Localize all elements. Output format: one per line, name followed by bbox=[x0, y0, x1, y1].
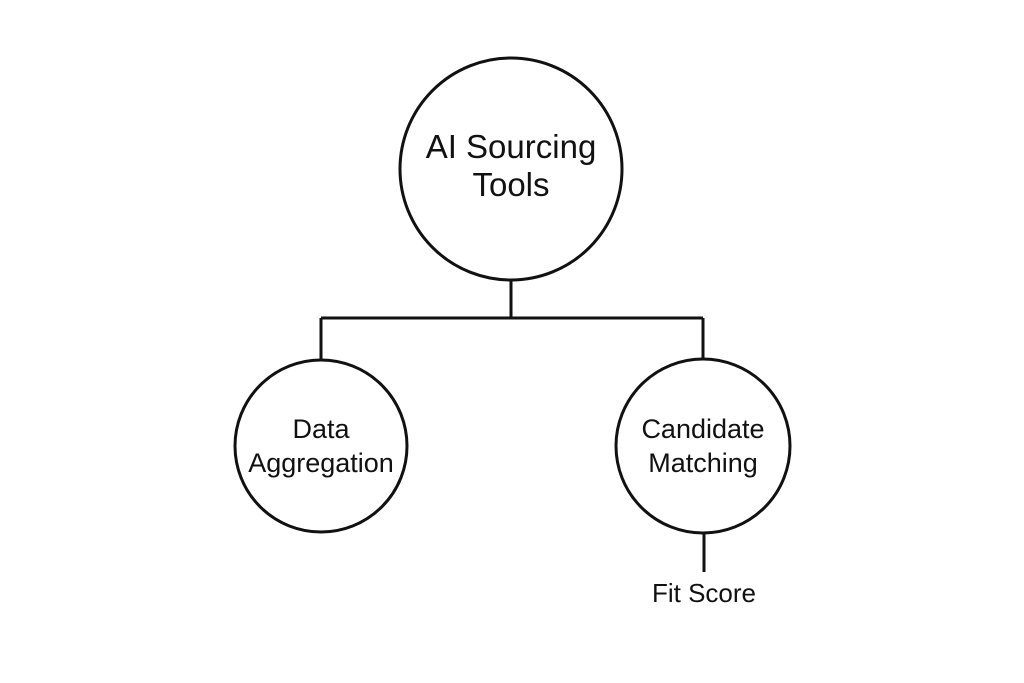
root-node: AI Sourcing Tools bbox=[398, 56, 624, 282]
candidate-matching-node: Candidate Matching bbox=[614, 357, 792, 535]
data-aggregation-label-line2: Aggregation bbox=[248, 448, 394, 478]
root-node-label-line2: Tools bbox=[472, 166, 549, 203]
candidate-matching-label-line1: Candidate bbox=[641, 414, 764, 444]
data-aggregation-label-line1: Data bbox=[292, 414, 350, 444]
candidate-matching-label-line2: Matching bbox=[648, 448, 758, 478]
candidate-matching-node-circle bbox=[614, 357, 792, 535]
fit-score-label: Fit Score bbox=[652, 578, 756, 608]
data-aggregation-node: Data Aggregation bbox=[233, 358, 409, 534]
root-node-label-line1: AI Sourcing bbox=[426, 128, 597, 165]
root-node-circle bbox=[398, 56, 624, 282]
data-aggregation-node-circle bbox=[233, 358, 409, 534]
